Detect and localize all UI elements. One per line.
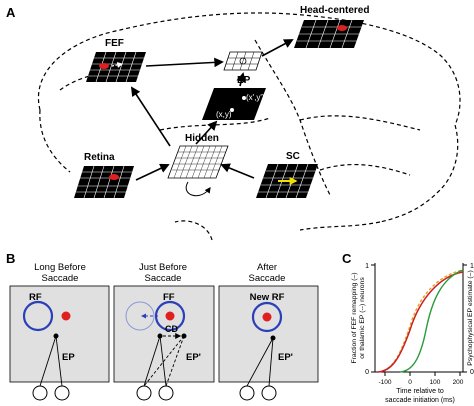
ff-label: FF	[163, 292, 175, 303]
rf-label: RF	[29, 292, 42, 303]
ep-map	[202, 88, 266, 120]
psychophysical-ep-curve	[399, 269, 464, 373]
y-right-tick-1: 1	[470, 263, 474, 270]
retina-label: Retina	[84, 152, 115, 163]
x-axis-label-line1: Time relative to	[396, 388, 444, 395]
col2-title-line1: Just Before	[139, 262, 187, 273]
y-tick-0: 0	[365, 369, 369, 376]
retina-map	[74, 165, 134, 199]
panel-b-letter: B	[6, 251, 15, 266]
panel-b-col3	[218, 285, 319, 401]
panel-c-axes	[371, 263, 467, 376]
cd-label: CD	[165, 324, 178, 334]
y-axis-label-right: Psychophysical EP estimate (–)	[467, 270, 474, 365]
ep-small-grid	[223, 51, 263, 71]
head-centered-map	[294, 19, 364, 49]
fef-map	[86, 51, 146, 83]
y-axis-label-line1: Fraction of FEF remapping (–)	[351, 272, 358, 363]
hidden-layer	[167, 145, 229, 197]
y-tick-1: 1	[365, 263, 369, 270]
new-rf-label: New RF	[250, 292, 285, 303]
ep-label: EP	[237, 75, 251, 86]
panel-c-curves	[377, 269, 464, 373]
col2-title-line2: Saccade	[145, 273, 182, 284]
col1-title-line1: Long Before	[34, 262, 86, 273]
fef-label: FEF	[105, 38, 124, 49]
x-tick-neg100: -100	[378, 379, 391, 386]
fef-remapping-curve	[377, 271, 464, 373]
x-tick-0: 0	[408, 379, 412, 386]
col3-title-line1: After	[257, 262, 277, 273]
col1-title-line2: Saccade	[42, 273, 79, 284]
thalamic-ep-curve	[377, 269, 464, 373]
sc-label: SC	[286, 151, 300, 162]
ep-coords: (x,y)	[216, 110, 232, 119]
x-tick-100: 100	[430, 379, 441, 386]
panel-c-letter: C	[342, 251, 352, 266]
panel-b-col1	[9, 285, 110, 401]
panel-b-col2	[113, 285, 215, 401]
y-axis-label-line2: or thalamic EP (--) neurons	[359, 277, 366, 359]
x-tick-200: 200	[453, 379, 464, 386]
brain-outline	[37, 12, 461, 241]
ep-prime-label: EP'	[186, 352, 201, 363]
head-centered-label: Head-centered	[300, 5, 369, 16]
col3-title-line2: Saccade	[249, 273, 286, 284]
connection-arrows	[130, 39, 294, 181]
panel-a-letter: A	[6, 5, 16, 20]
y-right-tick-0: 0	[470, 369, 474, 376]
sc-map	[256, 163, 318, 199]
ep-prime-coords: (x',y')	[246, 93, 265, 102]
x-axis-label-line2: saccade initiation (ms)	[385, 397, 455, 404]
ep-prime-label-2: EP'	[278, 352, 293, 363]
ep-label-b: EP	[62, 352, 75, 363]
